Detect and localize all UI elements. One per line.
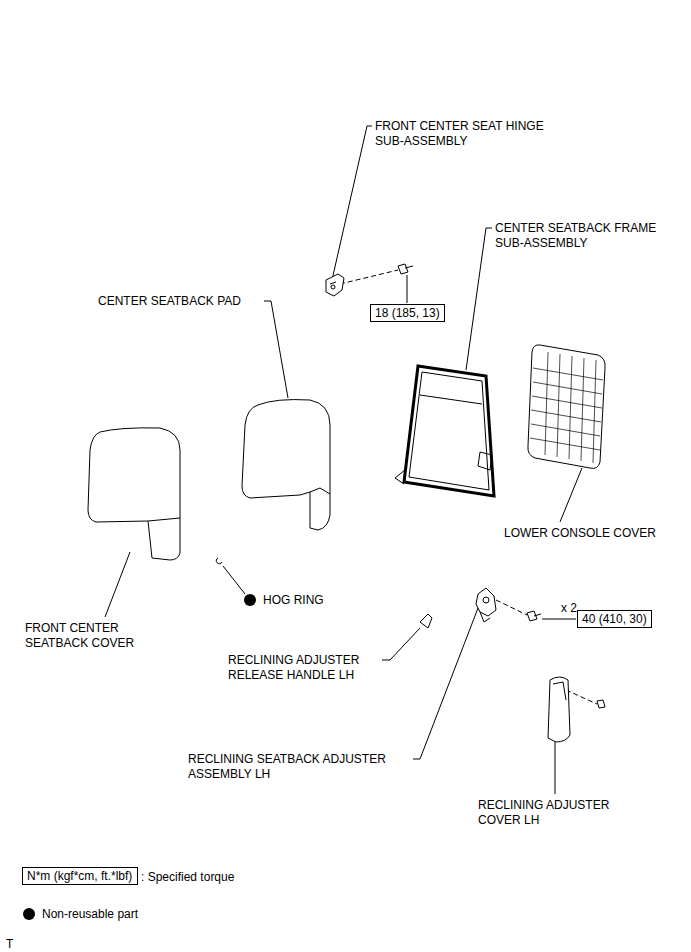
- legend-torque-box: N*m (kgf*cm, ft.*lbf): [22, 867, 138, 885]
- hog-ring: [216, 558, 222, 564]
- recliner-adjuster: [480, 612, 490, 622]
- screw: [597, 700, 605, 708]
- leader-line: [264, 301, 288, 398]
- part-name: RECLINING ADJUSTER COVER LH: [478, 798, 643, 828]
- console-grid: [530, 352, 603, 463]
- bolt: [527, 611, 541, 621]
- figure-code: T: [6, 937, 13, 952]
- seatback-frame: [404, 366, 494, 496]
- leader-line: [332, 126, 372, 280]
- leader-line: [560, 468, 582, 522]
- part-name: FRONT CENTER SEATBACK COVER: [25, 621, 175, 651]
- leader-line: [542, 619, 576, 620]
- release-handle: [420, 614, 432, 628]
- adjuster-cover: [548, 677, 570, 742]
- part-name: RECLINING SEATBACK ADJUSTER ASSEMBLY LH: [188, 752, 420, 782]
- non-reusable-dot: [23, 908, 35, 920]
- dashed-line: [340, 270, 398, 284]
- part-name: FRONT CENTER SEAT HINGE SUB-ASSEMBLY: [375, 119, 575, 149]
- leader-line: [407, 275, 408, 303]
- console-cover: [528, 345, 605, 469]
- part-name: LOWER CONSOLE COVER: [504, 526, 656, 541]
- part-name: HOG RING: [263, 593, 324, 608]
- leader-line: [555, 742, 556, 794]
- recliner-adjuster: [476, 588, 496, 616]
- leader-line: [466, 228, 492, 370]
- leader-line: [105, 552, 130, 617]
- non-reusable-dot: [244, 594, 256, 606]
- hinge-part: [326, 274, 344, 296]
- leader-line: [382, 628, 420, 660]
- seatback-cover: [88, 428, 180, 560]
- seatback-frame: [409, 372, 489, 490]
- adjuster-cover: [553, 682, 566, 700]
- part-name: CENTER SEATBACK FRAME SUB-ASSEMBLY: [495, 221, 685, 251]
- leader-line: [413, 608, 478, 759]
- legend-text: Non-reusable part: [42, 907, 138, 922]
- seatback-cover: [148, 518, 180, 521]
- part-name: CENTER SEATBACK PAD: [98, 294, 241, 309]
- torque-value: 40 (410, 30): [582, 612, 647, 626]
- dashed-line: [496, 600, 527, 615]
- torque-value: 18 (185, 13): [375, 306, 440, 320]
- dashed-line: [566, 690, 597, 704]
- torque-box: 40 (410, 30): [577, 610, 652, 628]
- seatback-pad: [242, 400, 330, 530]
- hinge-part: [331, 285, 335, 289]
- bolt: [398, 264, 413, 274]
- quantity: x 2: [561, 601, 577, 616]
- part-name: RECLINING ADJUSTER RELEASE HANDLE LH: [228, 653, 388, 683]
- recliner-adjuster: [483, 597, 489, 603]
- seatback-pad: [310, 488, 330, 494]
- torque-box: 18 (185, 13): [370, 304, 445, 322]
- legend-text: : Specified torque: [141, 870, 234, 885]
- torque-value: N*m (kgf*cm, ft.*lbf): [27, 869, 132, 883]
- seatback-frame: [395, 395, 492, 484]
- leader-line: [223, 566, 245, 594]
